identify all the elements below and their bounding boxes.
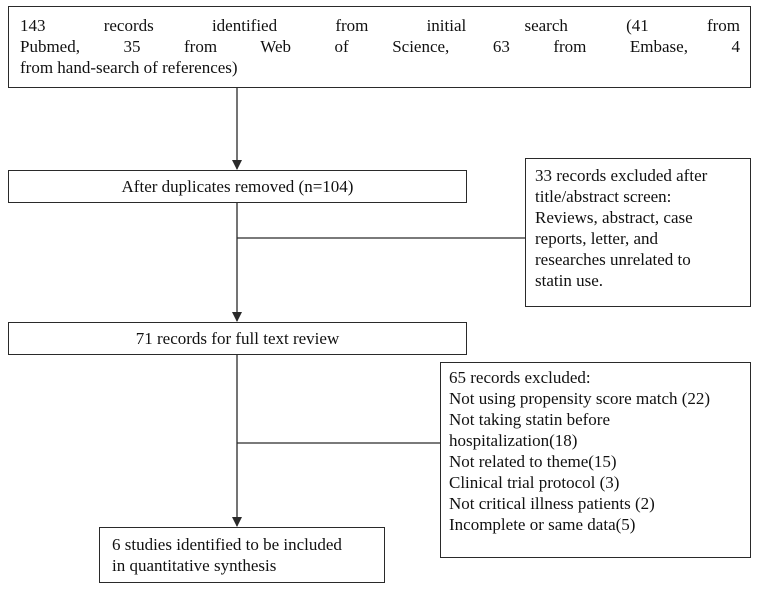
- box-text-line: After duplicates removed (n=104): [121, 177, 354, 196]
- box-text-line: Not using propensity score match (22): [449, 389, 711, 408]
- box-text-line: Not related to theme(15): [449, 452, 617, 471]
- box-text-line: in quantitative synthesis: [112, 556, 277, 575]
- box-text-line: from hand-search of references): [20, 58, 238, 77]
- box-text-line: Clinical trial protocol (3): [449, 473, 620, 492]
- studies-included-box: 6 studies identified to be included in q…: [99, 527, 385, 583]
- excluded-full-text-box: 65 records excluded: Not using propensit…: [440, 362, 751, 558]
- box-text-line: researches unrelated to: [535, 250, 691, 269]
- box-text-line: Not critical illness patients (2): [449, 494, 655, 513]
- box-text-line: Reviews, abstract, case: [535, 208, 693, 227]
- box-text-line: title/abstract screen:: [535, 187, 672, 206]
- records-identified-box: 143 records identified from initial sear…: [8, 6, 751, 88]
- box-text-line: reports, letter, and: [535, 229, 658, 248]
- box-text-line: 71 records for full text review: [135, 329, 340, 348]
- box-text-line: hospitalization(18): [449, 431, 578, 450]
- box-text-line: 33 records excluded after: [535, 166, 708, 185]
- box-text-line: 143 records identified from initial sear…: [20, 16, 740, 35]
- box-text-line: 65 records excluded:: [449, 368, 591, 387]
- box-text-line: Pubmed, 35 from Web of Science, 63 from …: [20, 37, 740, 56]
- box-text-line: 6 studies identified to be included: [112, 535, 342, 554]
- box-text-line: Not taking statin before: [449, 410, 610, 429]
- duplicates-removed-box: After duplicates removed (n=104): [8, 170, 467, 203]
- box-text-line: Incomplete or same data(5): [449, 515, 636, 534]
- excluded-screen-box: 33 records excluded after title/abstract…: [525, 158, 751, 307]
- full-text-review-box: 71 records for full text review: [8, 322, 467, 355]
- box-text-line: statin use.: [535, 271, 603, 290]
